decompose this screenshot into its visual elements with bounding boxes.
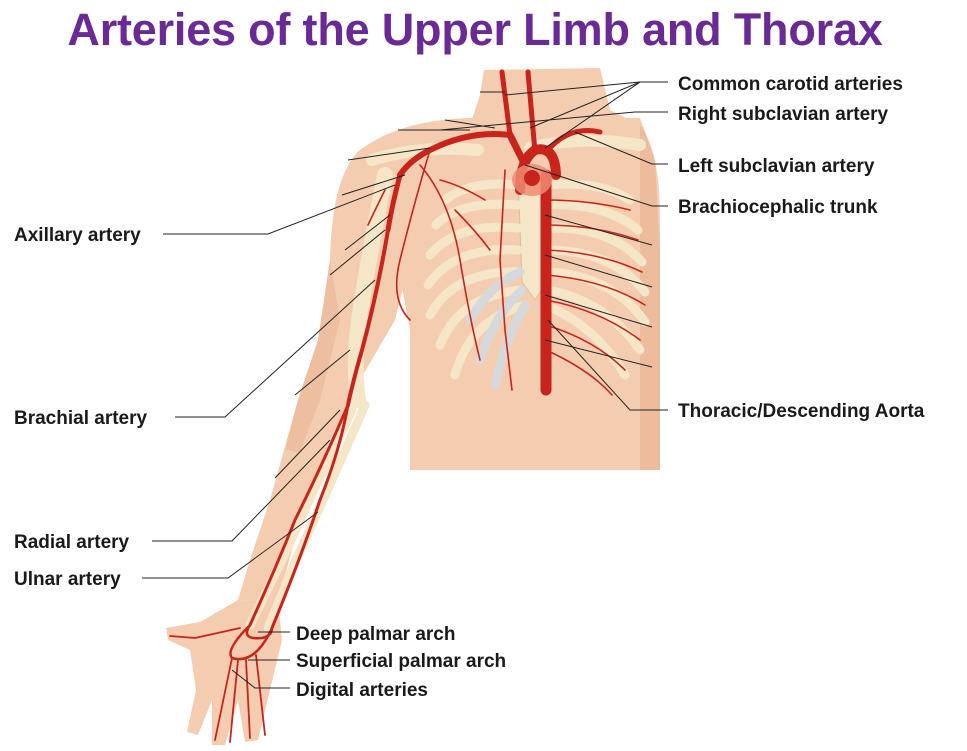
label-digital: Digital arteries bbox=[296, 680, 428, 701]
hand bbox=[166, 600, 282, 745]
left-common-carotid bbox=[525, 69, 538, 155]
radial bbox=[248, 403, 350, 627]
label-deep-palmar: Deep palmar arch bbox=[296, 624, 456, 645]
label-brachiocephalic: Brachiocephalic trunk bbox=[678, 197, 878, 218]
digital-1 bbox=[214, 657, 233, 741]
leader-lines bbox=[142, 81, 668, 689]
label-common-carotid: Common carotid arteries bbox=[678, 74, 903, 95]
neck bbox=[470, 68, 640, 125]
axillary bbox=[385, 172, 403, 233]
label-superficial-palmar: Superficial palmar arch bbox=[296, 651, 507, 672]
ribs-right bbox=[423, 179, 530, 380]
label-brachial: Brachial artery bbox=[14, 408, 148, 429]
ulnar bbox=[270, 403, 350, 630]
label-axillary: Axillary artery bbox=[14, 225, 141, 246]
page-title: Arteries of the Upper Limb and Thorax bbox=[67, 4, 883, 55]
left-subclavian bbox=[545, 128, 603, 153]
label-ulnar: Ulnar artery bbox=[14, 569, 121, 590]
brachiocephalic-trunk bbox=[506, 131, 529, 169]
digital-4 bbox=[255, 654, 266, 736]
right-clavicle bbox=[366, 142, 484, 166]
label-thoracic-aorta: Thoracic/Descending Aorta bbox=[678, 401, 925, 422]
ulna-bone bbox=[263, 400, 370, 633]
costal-cartilage bbox=[465, 267, 530, 390]
digital-3 bbox=[245, 659, 251, 739]
arteries bbox=[169, 69, 646, 743]
right-common-carotid bbox=[499, 69, 513, 138]
brachial bbox=[346, 228, 390, 407]
label-radial: Radial artery bbox=[14, 532, 130, 553]
thumb-artery bbox=[169, 627, 241, 639]
label-right-subclavian: Right subclavian artery bbox=[678, 104, 889, 125]
label-left-subclavian: Left subclavian artery bbox=[678, 156, 875, 177]
